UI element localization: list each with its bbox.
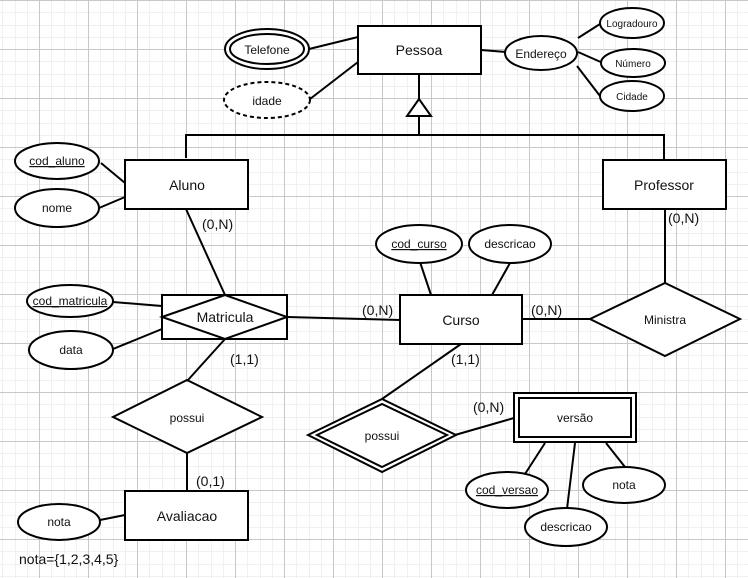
weak-entity-versao-label: versão: [557, 411, 593, 425]
relationship-possui-avaliacao-label: possui: [170, 411, 205, 425]
multivalued-attribute-telefone[interactable]: Telefone: [224, 28, 310, 70]
line-telefone-pessoa: [308, 36, 359, 50]
attribute-nome[interactable]: nome: [14, 188, 100, 228]
entity-avaliacao[interactable]: Avaliacao: [124, 490, 249, 541]
entity-pessoa-label: Pessoa: [396, 42, 443, 58]
entity-professor-label: Professor: [634, 177, 694, 193]
line-descricao-curso: [491, 262, 511, 296]
attribute-nota-versao[interactable]: nota: [582, 466, 666, 504]
line-codcurso-curso: [419, 261, 432, 296]
domain-note: nota={1,2,3,4,5}: [19, 551, 119, 567]
entity-curso-label: Curso: [442, 312, 480, 328]
attribute-cidade[interactable]: Cidade: [599, 80, 665, 112]
line-data-matricula: [112, 328, 163, 350]
attribute-data-label: data: [59, 343, 83, 357]
line-codaluno-aluno: [100, 162, 126, 184]
composite-attribute-endereco[interactable]: Endereço: [504, 35, 578, 71]
line-nota-avaliacao: [99, 514, 126, 521]
relationship-matricula-label: Matricula: [197, 309, 254, 325]
connector-lines: [98, 23, 666, 521]
line-codmatricula-matricula: [112, 301, 163, 307]
relationship-possui-versao-label: possui: [365, 429, 400, 443]
cardinality-aluno-matricula: (0,N): [202, 216, 233, 232]
attribute-endereco-label: Endereço: [515, 47, 567, 61]
attribute-logradouro[interactable]: Logradouro: [599, 7, 665, 39]
cardinality-versao-possui: (0,N): [473, 399, 504, 415]
cardinality-curso-ministra: (0,N): [531, 302, 562, 318]
line-possui-versao: [454, 417, 515, 436]
cardinality-professor-ministra: (0,N): [668, 210, 699, 226]
entity-aluno-label: Aluno: [169, 177, 205, 193]
line-endereco-logradouro: [577, 23, 601, 39]
key-attribute-cod-versao[interactable]: cod_versao: [465, 471, 549, 509]
line-aluno-matricula: [185, 208, 226, 296]
associative-entity-matricula[interactable]: Matricula: [158, 293, 290, 341]
line-matricula-possui: [187, 338, 226, 381]
attribute-descricao-versao[interactable]: descricao: [524, 507, 608, 547]
weak-entity-versao[interactable]: versão: [513, 392, 637, 443]
attribute-nota-avaliacao-label: nota: [47, 515, 71, 529]
line-pessoa-endereco: [480, 49, 507, 53]
key-attribute-cod-matricula[interactable]: cod_matricula: [26, 284, 114, 318]
key-attribute-cod-curso[interactable]: cod_curso: [375, 224, 463, 264]
attribute-descricao-versao-label: descricao: [540, 520, 592, 534]
cardinality-avaliacao-possui: (0,1): [196, 473, 225, 489]
line-versao-descricao: [566, 442, 576, 510]
attribute-cod-versao-label: cod_versao: [476, 483, 538, 497]
attribute-telefone-label: Telefone: [244, 43, 290, 57]
attribute-cod-curso-label: cod_curso: [391, 237, 447, 251]
attribute-descricao-curso[interactable]: descricao: [468, 224, 552, 264]
relationship-ministra-label: Ministra: [644, 313, 686, 327]
cardinality-labels: (0,N) (0,N) (0,N) (0,N) (1,1) (0,1) (1,1…: [196, 210, 699, 489]
cardinality-matricula-possui: (1,1): [230, 351, 259, 367]
attribute-nota-versao-label: nota: [612, 478, 636, 492]
line-curso-possui-weak: [381, 343, 462, 400]
key-attribute-cod-aluno[interactable]: cod_aluno: [14, 142, 100, 180]
relationship-ministra[interactable]: Ministra: [587, 281, 743, 358]
attribute-nome-label: nome: [42, 201, 72, 215]
line-endereco-cidade: [576, 65, 601, 97]
cardinality-curso-possui: (1,1): [451, 351, 480, 367]
line-nome-aluno: [98, 196, 126, 209]
cardinality-matricula-curso: (0,N): [362, 302, 393, 318]
attribute-numero-label: Número: [615, 59, 651, 70]
line-endereco-numero: [577, 51, 604, 64]
line-idade-pessoa: [309, 61, 359, 100]
relationship-possui-avaliacao[interactable]: possui: [110, 378, 265, 455]
attribute-idade-label: idade: [252, 94, 282, 108]
identifying-relationship-possui-versao[interactable]: possui: [305, 397, 459, 474]
derived-attribute-idade[interactable]: idade: [223, 81, 311, 119]
attribute-descricao-curso-label: descricao: [484, 237, 536, 251]
entity-avaliacao-label: Avaliacao: [157, 508, 218, 524]
line-matricula-curso: [286, 316, 401, 321]
entity-professor[interactable]: Professor: [602, 159, 727, 210]
line-versao-codversao: [524, 442, 546, 475]
line-versao-nota: [605, 442, 626, 468]
entity-pessoa[interactable]: Pessoa: [357, 25, 482, 75]
attribute-cod-matricula-label: cod_matricula: [33, 294, 108, 308]
attribute-cidade-label: Cidade: [616, 92, 648, 103]
attribute-nota-avaliacao[interactable]: nota: [17, 503, 101, 541]
attribute-cod-aluno-label: cod_aluno: [29, 154, 85, 168]
entity-aluno[interactable]: Aluno: [124, 159, 249, 210]
attribute-logradouro-label: Logradouro: [606, 19, 658, 30]
attribute-data[interactable]: data: [28, 330, 114, 370]
line-specialization-branches: [185, 134, 665, 160]
attribute-numero[interactable]: Número: [600, 48, 666, 78]
specialization-triangle: [405, 97, 433, 117]
entity-curso[interactable]: Curso: [399, 294, 523, 345]
